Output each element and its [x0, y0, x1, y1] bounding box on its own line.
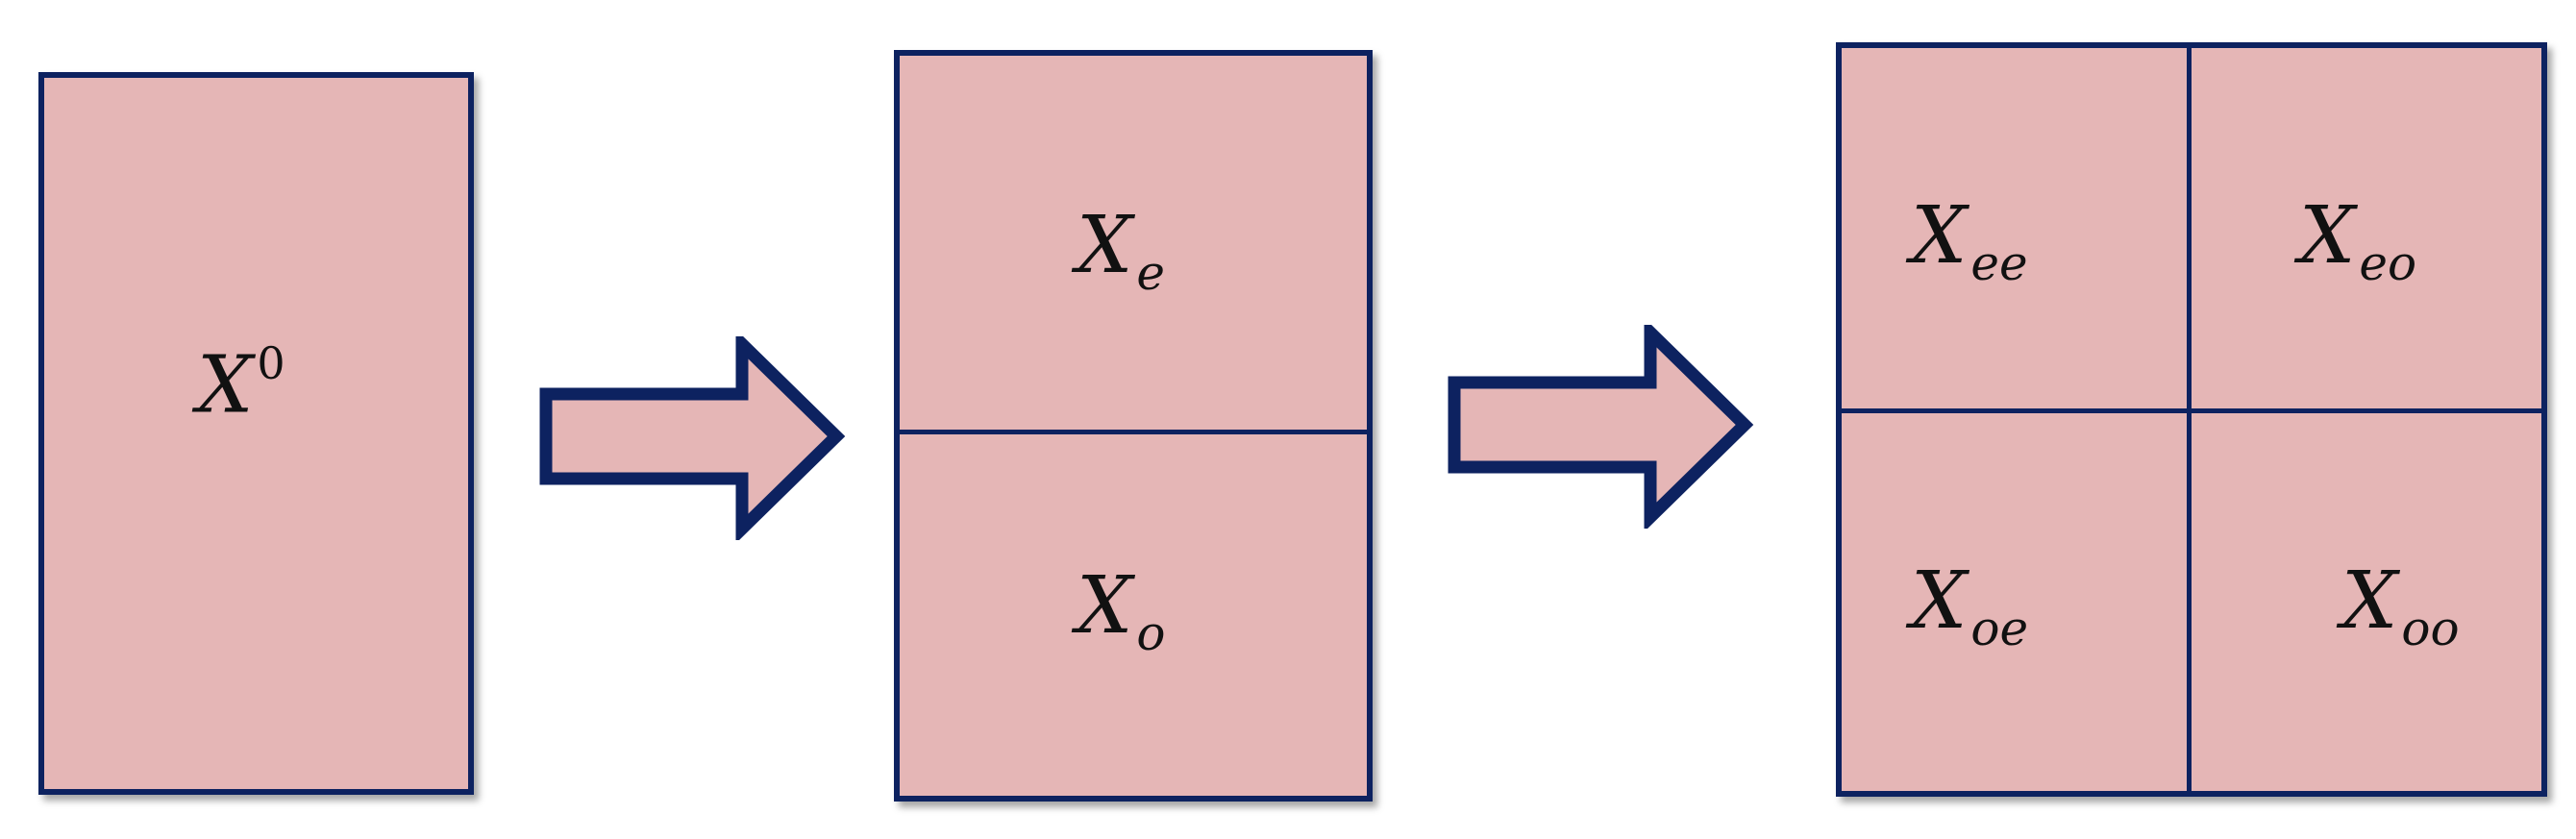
block-x0 — [38, 72, 474, 795]
right-arrow-icon — [1448, 325, 1754, 529]
label-xoe-base: X — [1911, 555, 1968, 647]
label-xee: Xee — [1911, 197, 2028, 287]
block-stage3 — [1836, 42, 2547, 797]
divider-stage2-horizontal — [897, 430, 1370, 434]
label-xoe: Xoe — [1911, 562, 2028, 653]
label-xoo-subscript: oo — [2401, 600, 2460, 656]
label-xee-subscript: ee — [1970, 234, 2028, 291]
label-xeo-subscript: eo — [2359, 234, 2417, 291]
divider-stage3-horizontal — [1842, 408, 2541, 413]
divider-stage3-vertical — [2187, 48, 2192, 791]
label-xoe-subscript: oe — [1970, 600, 2029, 656]
label-x0: X0 — [197, 341, 285, 426]
label-x0-superscript: 0 — [257, 337, 285, 389]
label-xo-base: X — [1077, 560, 1133, 652]
label-xo-subscript: o — [1136, 605, 1166, 661]
label-xoo-base: X — [2341, 555, 2398, 647]
label-xeo-base: X — [2299, 190, 2356, 282]
right-arrow-icon — [539, 336, 846, 540]
label-xe-subscript: e — [1136, 244, 1165, 301]
label-x0-base: X — [197, 339, 254, 432]
label-xeo: Xeo — [2299, 197, 2416, 287]
label-xoo: Xoo — [2341, 562, 2460, 653]
label-xe-base: X — [1077, 200, 1133, 291]
label-xo: Xo — [1077, 567, 1166, 657]
block-stage2 — [894, 50, 1373, 802]
label-xee-base: X — [1911, 190, 1968, 282]
label-xe: Xe — [1077, 207, 1165, 297]
